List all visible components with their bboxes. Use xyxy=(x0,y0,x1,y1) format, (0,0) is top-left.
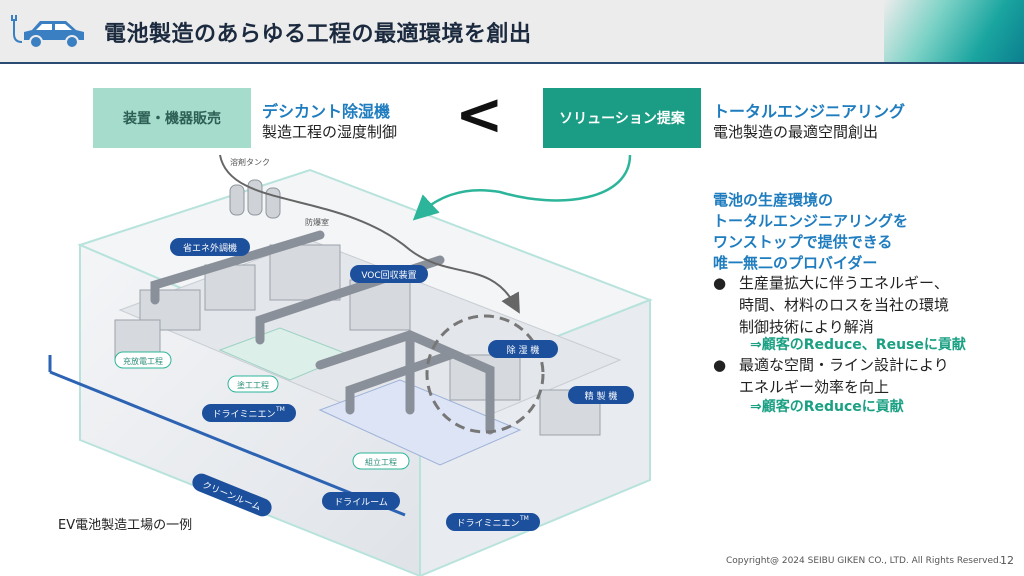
pill-precision-ac: 精 製 機 xyxy=(568,386,634,404)
optimal-space-desc: 電池製造の最適空間創出 xyxy=(713,123,879,141)
svg-text:TM: TM xyxy=(275,406,285,413)
copyright-notice: Copyright@ 2024 SEIBU GIKEN CO., LTD. Al… xyxy=(726,556,1002,566)
bullet-marker: ● xyxy=(713,274,727,292)
diagram-caption: EV電池製造工場の一例 xyxy=(58,518,193,533)
pill-charge-discharge: 充放電工程 xyxy=(114,351,172,369)
impact-reduce-reuse: ⇒顧客のReduce、Reuseに貢献 xyxy=(750,337,966,353)
pill-coating: 塗工工程 xyxy=(227,375,279,393)
pill-assembly: 組立工程 xyxy=(352,452,410,470)
svg-text:組立工程: 組立工程 xyxy=(365,457,397,467)
header-bar xyxy=(0,0,1024,62)
dehumidifier-highlight-circle xyxy=(425,314,545,434)
solvent-tank-label: 溶剤タンク xyxy=(230,157,270,167)
svg-text:VOC回収装置: VOC回収装置 xyxy=(361,269,416,281)
header-divider xyxy=(0,62,1024,64)
impact-reduce: ⇒顧客のReduceに貢献 xyxy=(750,399,904,415)
header-decoration xyxy=(884,0,1024,62)
lead-line: 唯一無二のプロバイダー xyxy=(713,254,878,272)
svg-text:TM: TM xyxy=(519,515,529,522)
pill-dehumidifier: 除 湿 機 xyxy=(488,340,558,358)
air-ducts xyxy=(150,230,495,435)
equipment-sales-box: 装置・機器販売 xyxy=(93,88,251,148)
ev-car-icon xyxy=(11,15,84,49)
svg-text:精 製 機: 精 製 機 xyxy=(585,390,618,402)
bullet-line: 最適な空間・ライン設計により xyxy=(739,356,949,374)
lead-line: 電池の生産環境の xyxy=(713,191,834,209)
page-title: 電池製造のあらゆる工程の最適環境を創出 xyxy=(104,22,532,47)
comparison-symbol: < xyxy=(455,80,504,148)
total-engineering-title: トータルエンジニアリング xyxy=(713,102,906,121)
lead-line: トータルエンジニアリングを xyxy=(713,212,909,230)
solution-proposal-box: ソリューション提案 xyxy=(543,88,701,148)
svg-text:ドライミニエン: ドライミニエン xyxy=(212,409,275,420)
factory-diagram: 溶剤タンク 防爆室 省エネ外調機 VOC回収装置 充放電工程 塗工工程 ドライミ… xyxy=(48,154,653,576)
desiccant-dehumidifier-title: デシカント除湿機 xyxy=(262,102,391,121)
dry-room-zone xyxy=(318,379,522,466)
pill-voc-recovery: VOC回収装置 xyxy=(350,265,428,283)
svg-text:ドライルーム: ドライルーム xyxy=(334,497,388,508)
pill-dry-mini-env-1: ドライミニエン TM xyxy=(202,404,296,422)
lead-statement: 電池の生産環境の トータルエンジニアリングを ワンストップで提供できる 唯一無二… xyxy=(713,190,908,274)
bullet-line: 時間、材料のロスを当社の環境 xyxy=(739,296,950,314)
sales-arrow xyxy=(219,154,520,314)
bullet-line: 生産量拡大に伴うエネルギー、 xyxy=(739,274,949,292)
svg-text:ドライミニエン: ドライミニエン xyxy=(456,518,519,529)
bullet-marker: ● xyxy=(713,356,727,374)
solution-arrow xyxy=(412,154,632,221)
svg-text:充放電工程: 充放電工程 xyxy=(123,356,163,366)
pill-energy-saving-ac: 省エネ外調機 xyxy=(170,238,250,256)
bullet-line: 制御技術により解消 xyxy=(739,318,874,336)
svg-text:塗工工程: 塗工工程 xyxy=(237,380,269,390)
bullet-line: エネルギー効率を向上 xyxy=(739,378,890,396)
humidity-control-desc: 製造工程の湿度制御 xyxy=(262,123,398,141)
explosion-proof-room-label: 防爆室 xyxy=(305,217,329,227)
clean-room-perimeter xyxy=(49,370,406,517)
pill-dry-mini-env-2: ドライミニエン TM xyxy=(446,513,540,531)
pill-dry-room: ドライルーム xyxy=(322,492,400,510)
svg-text:省エネ外調機: 省エネ外調機 xyxy=(183,242,237,254)
page-number: 12 xyxy=(1000,554,1014,567)
svg-text:除 湿 機: 除 湿 機 xyxy=(507,344,540,356)
lead-line: ワンストップで提供できる xyxy=(713,233,893,251)
